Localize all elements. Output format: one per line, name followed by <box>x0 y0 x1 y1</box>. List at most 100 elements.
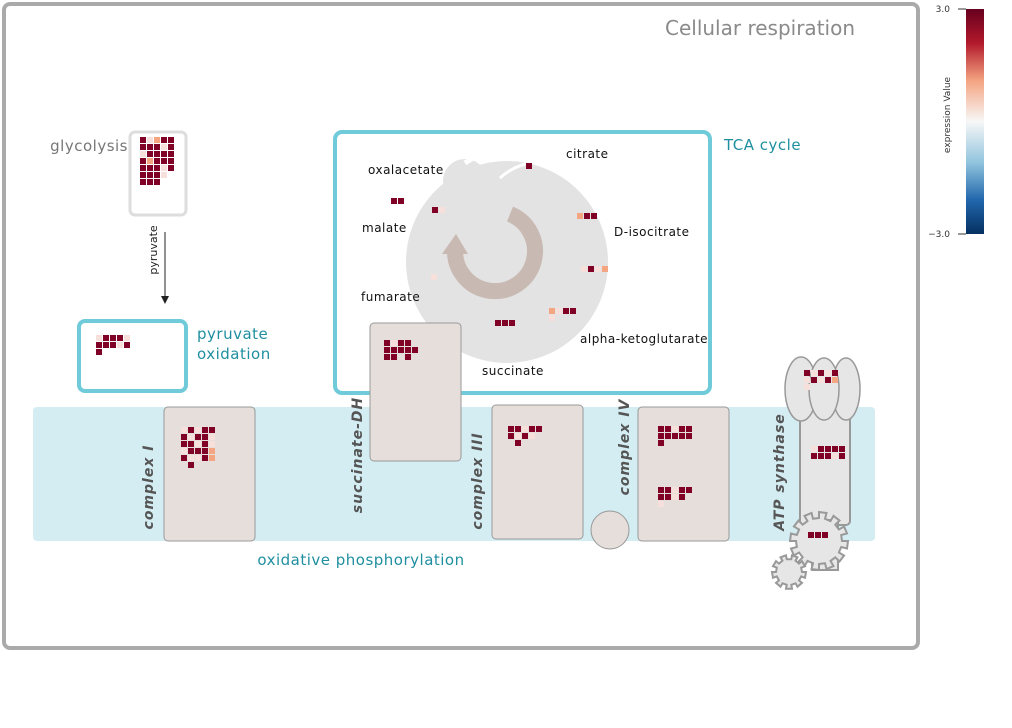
complex-i-box <box>163 406 256 542</box>
heatmap-cell <box>140 172 146 178</box>
complex-iv-heatmap <box>658 426 692 507</box>
heatmap-cell <box>398 340 404 346</box>
heatmap-cell <box>96 342 102 348</box>
heatmap-cell <box>195 441 201 447</box>
heatmap-cell <box>168 158 174 164</box>
cytochrome-c <box>590 510 630 550</box>
heatmap-cell <box>181 455 187 461</box>
heatmap-cell <box>154 151 160 157</box>
heatmap-cell <box>398 347 404 353</box>
heatmap-cell <box>839 446 845 452</box>
metabolite-d-isocitrate: D-isocitrate <box>614 225 690 239</box>
heatmap-cell <box>529 426 535 432</box>
outer-frame <box>2 2 920 650</box>
heatmap-cell <box>124 335 130 341</box>
heatmap-cell <box>405 340 411 346</box>
heatmap-cell <box>209 427 215 433</box>
heatmap-cell <box>658 440 664 446</box>
heatmap-cell <box>110 342 116 348</box>
heatmap-cell <box>811 453 817 459</box>
heatmap-cell <box>672 487 678 493</box>
heatmap-cell <box>602 266 608 272</box>
heatmap-cell <box>825 370 831 376</box>
colorbar <box>966 9 984 234</box>
heatmap-cell <box>384 354 390 360</box>
heatmap-cell <box>432 207 438 213</box>
heatmap-cell <box>515 433 521 439</box>
heatmap-cell <box>202 427 208 433</box>
heatmap-cell <box>202 455 208 461</box>
heatmap-cell <box>398 198 404 204</box>
heatmap-cell <box>140 144 146 150</box>
heatmap-cell <box>832 370 838 376</box>
complex-iii-heatmap <box>508 426 542 446</box>
heatmap-cell <box>508 433 514 439</box>
metabolite-citrate: citrate <box>566 147 609 161</box>
heatmap-cell <box>549 308 555 314</box>
heatmap-cell <box>591 213 597 219</box>
gear-icon <box>788 510 850 572</box>
heatmap-cell <box>658 494 664 500</box>
complex-iii-box <box>491 404 584 540</box>
heatmap-cell <box>822 532 828 538</box>
heatmap-cell <box>147 151 153 157</box>
succinate-dh-box <box>369 322 462 462</box>
heatmap-cell <box>658 501 664 507</box>
colorbar-title: expression Value <box>943 76 953 153</box>
heatmap-cell <box>405 347 411 353</box>
heatmap-cell <box>168 137 174 143</box>
heatmap-cell <box>658 433 664 439</box>
heatmap-cell <box>825 453 831 459</box>
heatmap-cell <box>832 446 838 452</box>
metabolite-succinate: succinate <box>482 364 544 378</box>
heatmap-cell <box>181 434 187 440</box>
heatmap-cell <box>811 370 817 376</box>
heatmap-cell <box>439 207 445 213</box>
heatmap-cell <box>384 340 390 346</box>
heatmap-cell <box>502 320 508 326</box>
heatmap-cell <box>804 370 810 376</box>
heatmap-cell <box>147 165 153 171</box>
heatmap-cell <box>188 448 194 454</box>
heatmap-cell <box>140 179 146 185</box>
glycolysis-label: glycolysis <box>50 137 128 155</box>
heatmap-cell <box>140 165 146 171</box>
heatmap-cell <box>103 342 109 348</box>
heatmap-cell <box>154 137 160 143</box>
heatmap-cell <box>595 266 601 272</box>
heatmap-cell <box>665 433 671 439</box>
heatmap-cell <box>672 494 678 500</box>
heatmap-cell <box>495 320 501 326</box>
heatmap-cell <box>161 137 167 143</box>
complex-i-heatmap <box>181 427 215 468</box>
heatmap-cell <box>161 151 167 157</box>
tca-heatmaps <box>391 163 608 326</box>
heatmap-cell <box>117 335 123 341</box>
pyruvate-oxidation-label-1: pyruvate <box>197 325 268 343</box>
heatmap-cell <box>195 448 201 454</box>
heatmap-cell <box>804 377 810 383</box>
heatmap-cell <box>195 455 201 461</box>
diagram-title: Cellular respiration <box>665 16 855 40</box>
heatmap-cell <box>161 144 167 150</box>
heatmap-cell <box>202 441 208 447</box>
heatmap-cell <box>181 441 187 447</box>
complex-i-label: complex I <box>141 445 157 530</box>
heatmap-cell <box>96 335 102 341</box>
heatmap-cell <box>665 487 671 493</box>
heatmap-cell <box>515 440 521 446</box>
heatmap-cell <box>811 377 817 383</box>
heatmap-cell <box>161 172 167 178</box>
heatmap-cell <box>515 426 521 432</box>
heatmap-cell <box>110 335 116 341</box>
heatmap-cell <box>658 426 664 432</box>
heatmap-cell <box>679 494 685 500</box>
heatmap-cell <box>549 315 555 321</box>
heatmap-cell <box>818 370 824 376</box>
heatmap-cell <box>188 427 194 433</box>
metabolite-malate: malate <box>362 221 407 235</box>
heatmap-cell <box>384 347 390 353</box>
heatmap-cell <box>832 377 838 383</box>
metabolite-oxalacetate: oxalacetate <box>368 163 444 177</box>
heatmap-cell <box>588 266 594 272</box>
